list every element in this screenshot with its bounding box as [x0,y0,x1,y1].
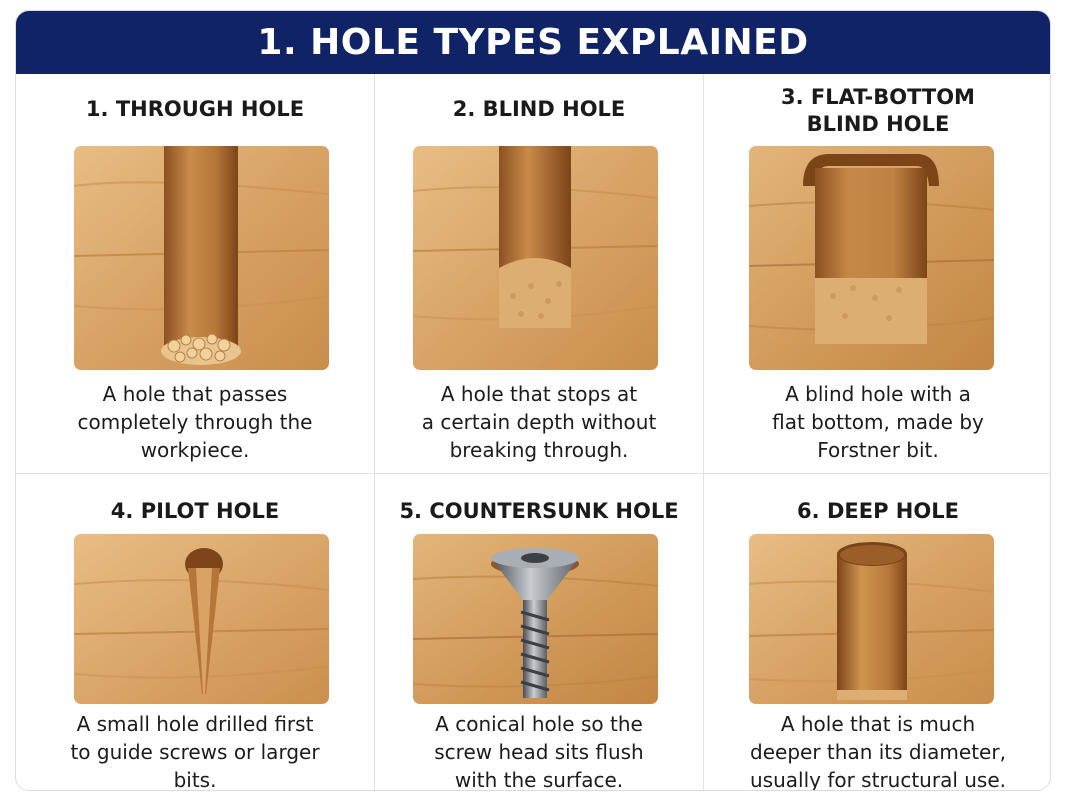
through-hole-icon [74,146,329,370]
hole-types-grid: 1. THROUGH HOLE [16,74,1050,791]
card-flat-bottom-blind-hole: 3. FLAT-BOTTOM BLIND HOLE [704,74,1050,473]
column-divider [703,74,704,790]
card-pilot-hole: 4. PILOT HOLE [16,474,374,791]
card-description: A conical hole so the screw head sits fl… [434,712,644,791]
card-through-hole: 1. THROUGH HOLE [16,74,374,473]
card-deep-hole: 6. DEEP HOLE [704,474,1050,791]
row-divider [16,473,1050,474]
countersunk-screw-icon [413,534,658,704]
card-description: A hole that stops at a certain depth wit… [421,382,657,462]
card-title: 6. DEEP HOLE [797,499,959,523]
flat-bottom-hole-icon [749,146,994,370]
card-description: A small hole drilled first to guide scre… [70,712,320,791]
card-countersunk-hole: 5. COUNTERSUNK HOLE [375,474,703,791]
card-blind-hole: 2. BLIND HOLE [375,74,703,473]
card-description: A hole that passes completely through th… [77,382,313,462]
deep-hole-icon [749,534,994,704]
card-title: 4. PILOT HOLE [110,499,280,523]
card-title: 1. THROUGH HOLE [85,97,305,121]
card-description: A hole that is much deeper than its diam… [749,712,1006,791]
card-title: 5. COUNTERSUNK HOLE [399,499,679,523]
infographic-frame: 1. HOLE TYPES EXPLAINED 1. THROUGH HOLE [15,10,1051,791]
card-title: 3. FLAT-BOTTOM BLIND HOLE [781,85,975,136]
column-divider [374,74,375,790]
page-title: 1. HOLE TYPES EXPLAINED [257,22,809,63]
pilot-hole-icon [74,534,329,704]
header-banner: 1. HOLE TYPES EXPLAINED [16,11,1050,74]
card-description: A blind hole with a flat bottom, made by… [772,382,984,462]
card-title: 2. BLIND HOLE [452,97,626,121]
blind-hole-icon [413,146,658,370]
